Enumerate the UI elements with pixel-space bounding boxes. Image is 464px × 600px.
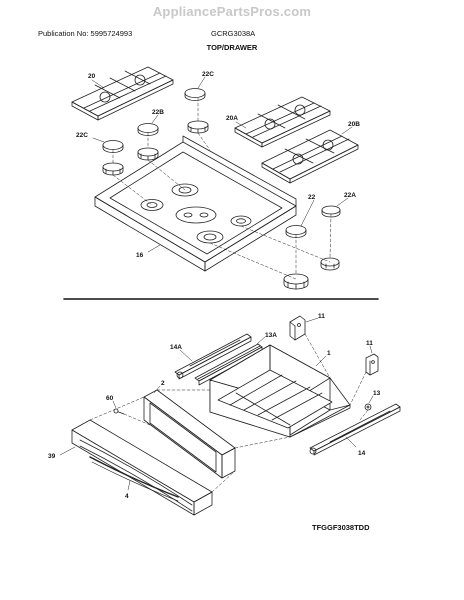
model-number: GCRG3038A (211, 29, 256, 38)
label-11-right: 11 (366, 340, 373, 347)
burner-head-right-small (320, 257, 340, 271)
label-13: 13 (373, 390, 381, 397)
bracket-11-right[interactable] (365, 353, 379, 376)
slide-rail-14a[interactable] (174, 333, 252, 380)
drawer-front-39[interactable] (71, 419, 213, 516)
bracket-11-top[interactable] (289, 315, 306, 341)
section-title: TOP/DRAWER (206, 43, 258, 52)
burner-cap-22c-top[interactable] (184, 88, 206, 101)
alignment-lines-top (112, 97, 332, 280)
publication-number: Publication No: 5995724993 (38, 29, 133, 38)
label-14: 14 (358, 450, 366, 457)
cooktop-16[interactable] (94, 135, 297, 272)
site-watermark: AppliancePartsPros.com (152, 4, 312, 19)
label-2: 2 (161, 380, 165, 387)
label-22b: 22B (152, 109, 164, 116)
drawer-handle-4[interactable] (89, 456, 179, 502)
alignment-lines-drawer (89, 333, 369, 493)
slide-rail-14[interactable] (309, 403, 401, 456)
burner-head-right-front (283, 273, 309, 290)
label-11-top: 11 (318, 313, 325, 320)
label-1: 1 (327, 350, 331, 357)
burner-head-right-rear (187, 120, 209, 134)
drawer-panel-2[interactable] (143, 389, 236, 479)
label-60: 60 (106, 395, 114, 402)
burner-grate-20a[interactable] (234, 96, 331, 148)
screw-60[interactable] (113, 408, 125, 415)
label-20: 20 (88, 73, 96, 80)
roller-13[interactable] (364, 403, 372, 411)
drawer-body-1[interactable] (209, 344, 351, 438)
label-22a: 22A (344, 192, 356, 199)
label-14a: 14A (170, 344, 182, 351)
label-22c-top: 22C (202, 71, 214, 78)
burner-grate-20[interactable] (71, 66, 174, 121)
label-13a: 13A (265, 332, 277, 339)
label-20b: 20B (348, 121, 360, 128)
label-16: 16 (136, 252, 144, 259)
label-4: 4 (125, 493, 129, 500)
diagram-code: TFGGF3038TDD (312, 523, 370, 532)
label-39: 39 (48, 453, 56, 460)
burner-head-center (137, 147, 159, 161)
label-22: 22 (308, 194, 316, 201)
burner-head-left-front (102, 162, 124, 176)
burner-grate-20b[interactable] (261, 129, 359, 184)
label-22c-left: 22C (76, 132, 88, 139)
label-20a: 20A (226, 115, 238, 122)
